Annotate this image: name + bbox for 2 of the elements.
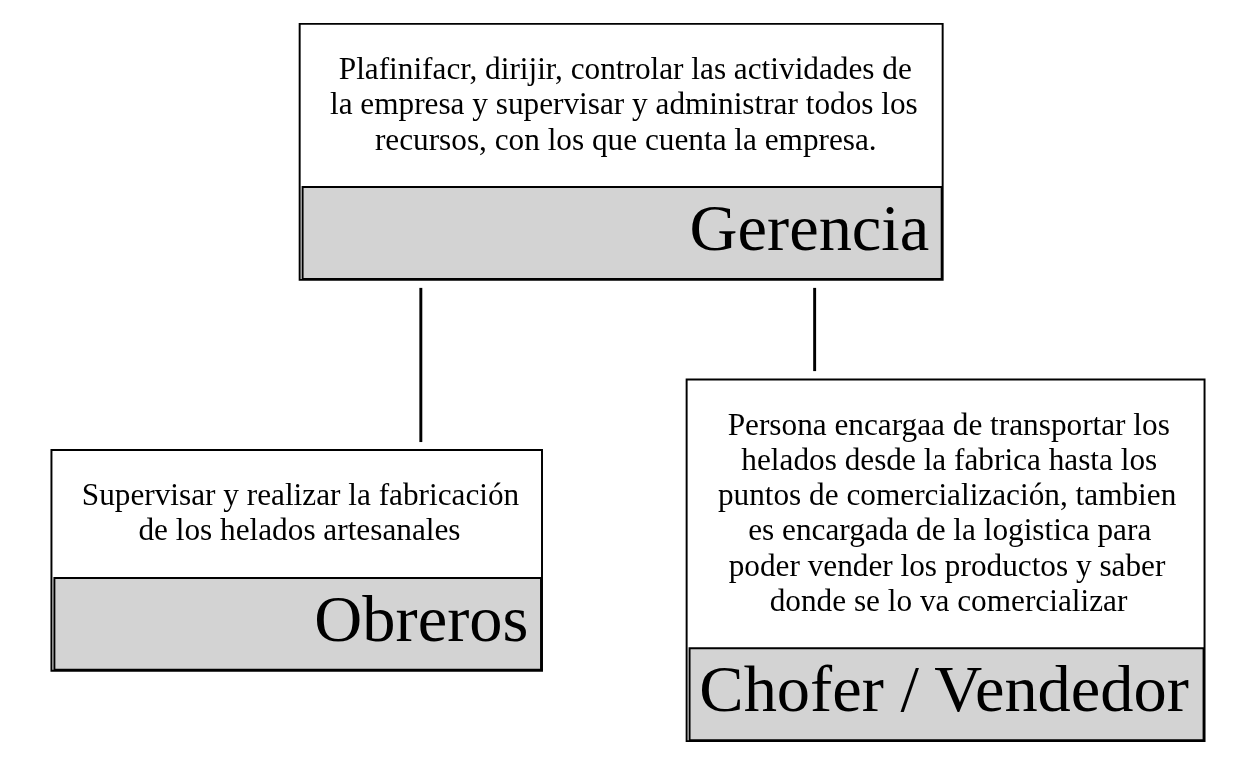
connector [812, 287, 816, 372]
connector [418, 287, 422, 443]
